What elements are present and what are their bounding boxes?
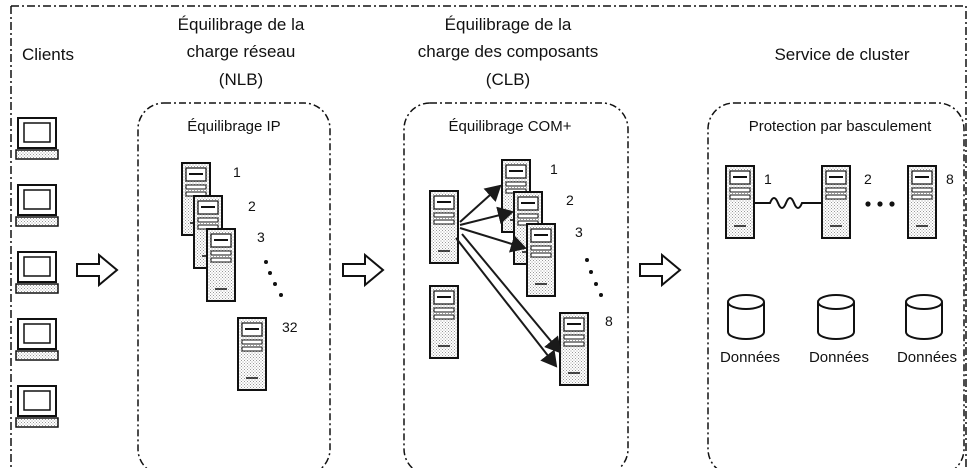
database-icon <box>905 294 943 340</box>
server-icon <box>429 190 459 264</box>
clb-box <box>403 102 629 473</box>
clb-title-line-2: charge des composants <box>418 42 599 61</box>
nlb-ellipsis-dots <box>264 260 283 297</box>
nlb-server-number: 32 <box>282 319 298 335</box>
client-computer-icon <box>15 184 59 227</box>
nlb-server-number: 3 <box>257 229 265 245</box>
clb-box-label: Équilibrage COM+ <box>449 118 572 135</box>
client-computer-icon <box>15 385 59 428</box>
cluster-box <box>707 102 965 473</box>
client-computer-icon <box>15 318 59 361</box>
server-icon <box>559 312 589 386</box>
cluster-title: Service de cluster <box>774 45 909 64</box>
cluster-box-label: Protection par basculement <box>749 118 932 135</box>
nlb-server-number: 2 <box>248 198 256 214</box>
server-icon <box>907 165 937 239</box>
heartbeat-link-icon <box>754 197 822 209</box>
client-computer-icon <box>15 117 59 160</box>
data-label: Données <box>720 349 780 366</box>
cluster-server-number: 2 <box>864 171 872 187</box>
clb-server-number: 1 <box>550 161 558 177</box>
server-icon <box>526 223 556 297</box>
nlb-server-stack <box>181 162 236 302</box>
flow-arrow-icon <box>639 254 681 286</box>
flow-arrow-icon <box>76 254 118 286</box>
server-icon <box>821 165 851 239</box>
clb-title-line-3: (CLB) <box>486 70 530 89</box>
nlb-box-label: Équilibrage IP <box>187 118 280 135</box>
clb-server-number: 2 <box>566 192 574 208</box>
data-label: Données <box>809 349 869 366</box>
cluster-ellipsis-dots <box>865 201 895 207</box>
clb-ellipsis-dots <box>585 258 603 297</box>
clients-title: Clients <box>22 45 74 64</box>
clb-routing-arrows <box>455 184 562 368</box>
cluster-server-number: 8 <box>946 171 954 187</box>
server-icon <box>725 165 755 239</box>
client-computer-icon <box>15 251 59 294</box>
nlb-box <box>137 102 331 473</box>
outer-frame <box>10 5 967 468</box>
clb-server-number: 3 <box>575 224 583 240</box>
server-icon <box>429 285 459 359</box>
cluster-server-number: 1 <box>764 171 772 187</box>
database-icon <box>817 294 855 340</box>
nlb-title-line-1: Équilibrage de la <box>178 15 305 34</box>
flow-arrow-icon <box>342 254 384 286</box>
nlb-server-number: 1 <box>233 164 241 180</box>
clb-server-number: 8 <box>605 313 613 329</box>
server-icon <box>206 228 236 302</box>
nlb-title-line-3: (NLB) <box>219 70 263 89</box>
server-icon <box>237 317 267 391</box>
clients-group <box>15 117 59 428</box>
database-icon <box>727 294 765 340</box>
data-label: Données <box>897 349 957 366</box>
nlb-title-line-2: charge réseau <box>187 42 296 61</box>
clb-title-line-1: Équilibrage de la <box>445 15 572 34</box>
